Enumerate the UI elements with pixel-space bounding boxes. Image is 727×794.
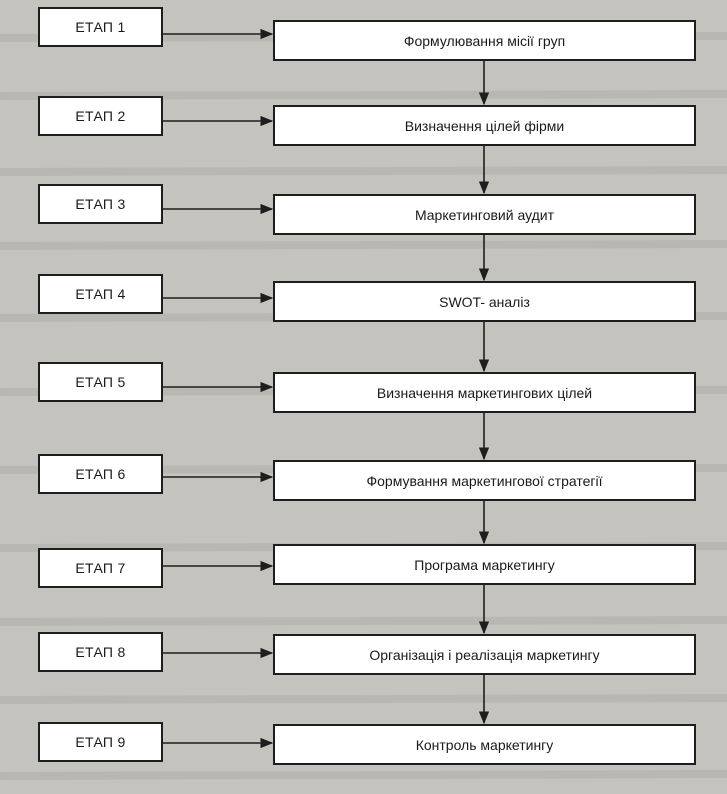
stage-box-1: ЕТАП 1	[38, 7, 163, 47]
stage-box-5: ЕТАП 5	[38, 362, 163, 402]
step-box-1: Формулювання місії груп	[273, 20, 696, 61]
stage-box-3: ЕТАП 3	[38, 184, 163, 224]
step-box-8: Організація і реалізація маркетингу	[273, 634, 696, 675]
stage-box-4: ЕТАП 4	[38, 274, 163, 314]
stage-box-9: ЕТАП 9	[38, 722, 163, 762]
step-box-3: Маркетинговий аудит	[273, 194, 696, 235]
step-box-9: Контроль маркетингу	[273, 724, 696, 765]
step-box-2: Визначення цілей фірми	[273, 105, 696, 146]
stage-box-2: ЕТАП 2	[38, 96, 163, 136]
stage-box-8: ЕТАП 8	[38, 632, 163, 672]
stage-box-7: ЕТАП 7	[38, 548, 163, 588]
step-box-6: Формування маркетингової стратегії	[273, 460, 696, 501]
step-box-5: Визначення маркетингових цілей	[273, 372, 696, 413]
step-box-7: Програма маркетингу	[273, 544, 696, 585]
step-box-4: SWOT- аналіз	[273, 281, 696, 322]
stage-box-6: ЕТАП 6	[38, 454, 163, 494]
